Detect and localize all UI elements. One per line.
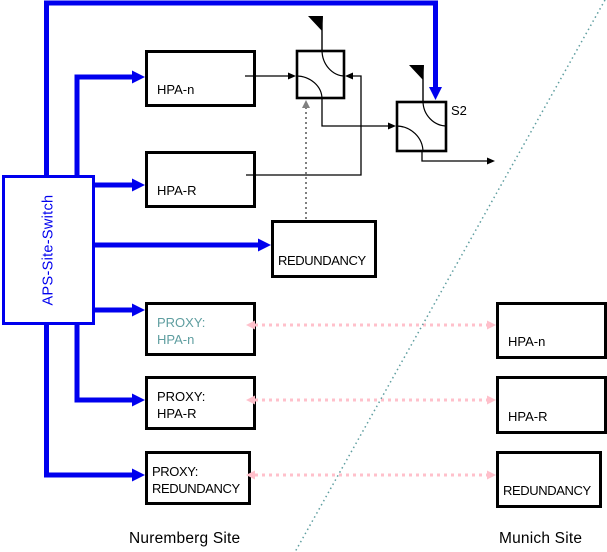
- aps-site-switch-box: APS-Site-Switch: [2, 175, 95, 325]
- rf-switch-s2-icon: [395, 100, 448, 153]
- gray-dotted-arrow-redundancy-to-switch1: [302, 100, 310, 219]
- blue-arrow-aps-to-hpa-r: [95, 178, 145, 192]
- box-label: HPA-n: [508, 334, 546, 349]
- box-nuremberg-hpa-r: HPA-R: [145, 151, 256, 208]
- box-label-line2: HPA-R: [157, 406, 197, 421]
- line-s2-output: [421, 152, 495, 165]
- blue-arrow-aps-to-redundancy: [95, 238, 271, 252]
- pink-link-proxy-hpa-r: [246, 395, 496, 405]
- box-nuremberg-proxy-hpa-r: PROXY: HPA-R: [145, 376, 256, 430]
- line-hpa-r-to-switch1: [246, 72, 362, 176]
- blue-arrow-aps-to-proxy-hpa-r: [74, 325, 145, 407]
- pink-link-proxy-redundancy: [246, 470, 496, 480]
- blue-arrow-aps-to-hpa-n: [74, 70, 145, 175]
- nuremberg-site-label: Nuremberg Site: [129, 530, 241, 547]
- blue-arrow-aps-to-proxy-hpa-n: [95, 303, 145, 317]
- box-label: REDUNDANCY: [278, 253, 366, 268]
- box-nuremberg-proxy-redundancy: PROXY: REDUNDANCY: [145, 451, 251, 505]
- box-label-line2: REDUNDANCY: [152, 481, 240, 496]
- box-nuremberg-hpa-n: HPA-n: [145, 50, 256, 107]
- box-munich-hpa-n: HPA-n: [496, 302, 607, 359]
- box-label-line1: PROXY:: [157, 315, 206, 330]
- box-label: HPA-R: [508, 409, 548, 424]
- munich-site-label: Munich Site: [499, 530, 583, 547]
- antenna-icon: [409, 65, 424, 101]
- box-munich-hpa-r: HPA-R: [496, 376, 607, 434]
- s2-switch-label: S2: [451, 103, 467, 118]
- aps-site-switch-label: APS-Site-Switch: [40, 194, 57, 306]
- box-nuremberg-proxy-hpa-n: PROXY: HPA-n: [145, 302, 256, 356]
- box-label-line2: HPA-n: [157, 332, 195, 347]
- blue-arrow-aps-to-proxy-redundancy: [44, 325, 145, 482]
- box-label: REDUNDANCY: [503, 483, 591, 498]
- box-label-line1: PROXY:: [152, 464, 199, 479]
- box-munich-redundancy: REDUNDANCY: [496, 451, 602, 508]
- box-label: HPA-R: [157, 183, 197, 198]
- box-label-line1: PROXY:: [157, 389, 206, 404]
- antenna-icon: [308, 16, 323, 50]
- line-switch1-to-s2: [321, 99, 396, 130]
- pink-link-proxy-hpa-n: [246, 320, 496, 330]
- box-nuremberg-redundancy: REDUNDANCY: [271, 220, 377, 278]
- box-label: HPA-n: [157, 82, 195, 97]
- rf-switch-icon: [295, 49, 346, 100]
